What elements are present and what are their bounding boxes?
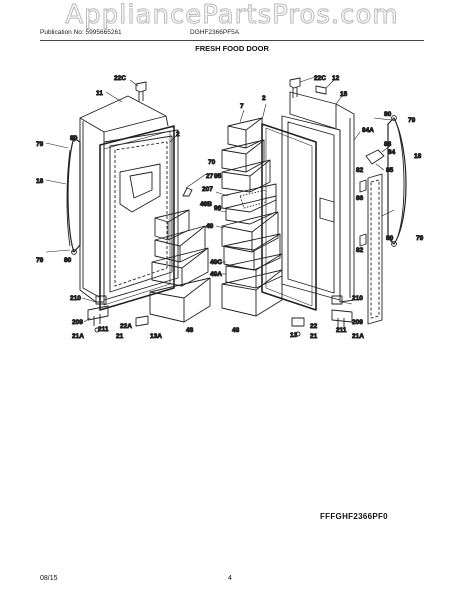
right-lower-hinge — [291, 295, 353, 337]
callout-22c-left: 22C — [114, 75, 126, 82]
callout-209-left: 209 — [72, 319, 83, 326]
center-shelves — [221, 117, 283, 317]
callout-49b: 49B — [200, 201, 212, 208]
left-lower-hinge — [87, 295, 149, 333]
diagram-title: FRESH FOOD DOOR — [195, 44, 269, 53]
right-door-outer — [289, 91, 355, 303]
diagram-code: FFFGHF2366PF0 — [320, 512, 388, 521]
callout-85: 85 — [386, 167, 394, 174]
callout-21a-left: 21A — [72, 333, 84, 340]
callout-22c-right: 22C — [314, 75, 326, 82]
callout-27: 27 — [206, 173, 214, 180]
callout-79-left-top: 79 — [36, 141, 44, 148]
callout-13: 13 — [290, 332, 298, 339]
callout-21-right: 21 — [310, 333, 318, 340]
model-number: DGHF2366PF5A — [190, 29, 240, 36]
callout-49c: 49C — [210, 259, 222, 266]
callout-13a: 13A — [150, 333, 162, 340]
callout-80-right-top: 80 — [384, 111, 392, 118]
callout-2-left: 2 — [176, 131, 180, 138]
callout-22a: 22A — [120, 323, 132, 330]
left-hinge-cap-22c — [135, 81, 147, 102]
watermark-logo: AppliancePartsPros.com — [65, 0, 399, 31]
callout-209-right: 209 — [352, 319, 363, 326]
right-dispenser-panel — [359, 149, 385, 325]
footer-date: 08/15 — [40, 575, 58, 582]
page-number: 4 — [228, 575, 232, 582]
callout-211-left: 211 — [98, 326, 109, 333]
callout-79-right-bottom: 79 — [416, 235, 424, 242]
callout-96: 96 — [214, 205, 222, 212]
callout-70: 70 — [208, 159, 216, 166]
left-door-bins — [149, 187, 211, 323]
callout-82-top: 82 — [356, 167, 364, 174]
callout-82-bottom: 82 — [356, 247, 364, 254]
callout-84a: 84A — [362, 127, 374, 134]
callout-84: 84 — [388, 149, 396, 156]
callout-11: 11 — [96, 90, 103, 97]
right-door-handle-18 — [387, 115, 407, 247]
callout-2-right: 2 — [262, 95, 266, 102]
callout-79-right-top: 79 — [408, 117, 416, 124]
header-rule — [40, 40, 424, 41]
left-door-handle-18 — [66, 135, 81, 255]
right-hinge-cap-22c — [289, 77, 327, 98]
callout-86: 86 — [356, 195, 364, 202]
callout-95: 95 — [214, 173, 222, 180]
callout-21-left: 21 — [116, 333, 124, 340]
callout-7: 7 — [240, 103, 244, 110]
callout-207: 207 — [202, 186, 213, 193]
callout-79-left-bottom: 79 — [36, 257, 44, 264]
callout-22: 22 — [310, 323, 318, 330]
callout-49: 49 — [206, 223, 214, 230]
callout-49a: 49A — [210, 271, 222, 278]
callout-18-left: 18 — [36, 178, 44, 185]
callout-18-right: 18 — [414, 153, 422, 160]
right-gasket-2 — [261, 123, 317, 311]
leader-lines — [45, 75, 395, 323]
right-door-inner-frame — [281, 115, 341, 301]
callout-210-right: 210 — [352, 295, 363, 302]
callout-83: 83 — [384, 141, 392, 148]
callout-211-right: 211 — [336, 327, 347, 334]
callout-48-center: 48 — [232, 327, 240, 334]
publication-number: Publication No: 5995665261 — [40, 29, 122, 36]
callout-48-left: 48 — [186, 327, 194, 334]
callout-210-left: 210 — [70, 295, 81, 302]
callout-15: 15 — [340, 91, 348, 98]
callout-80-left-bottom: 80 — [64, 257, 72, 264]
callout-80-right-bottom: 80 — [386, 235, 394, 242]
callout-80-left-top: 80 — [70, 135, 78, 142]
callout-21a-right: 21A — [352, 333, 364, 340]
callout-12: 12 — [332, 75, 340, 82]
